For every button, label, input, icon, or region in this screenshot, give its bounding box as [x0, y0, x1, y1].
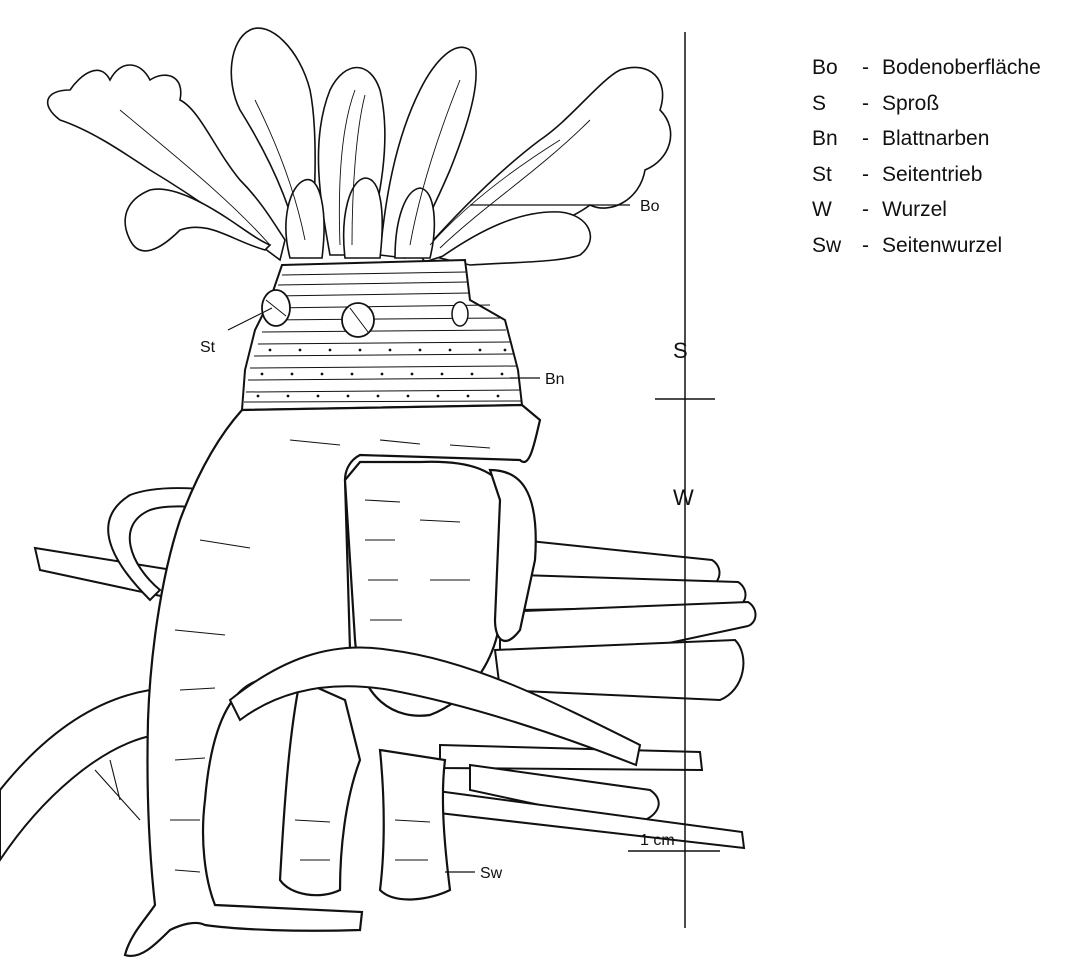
legend-item: S - Sproß — [812, 86, 1041, 122]
label-sw: Sw — [480, 865, 503, 882]
legend-abbr: Bn — [812, 121, 862, 157]
shoot — [242, 260, 522, 410]
label-bo: Bo — [640, 198, 660, 215]
label-scale-s: S — [673, 338, 688, 363]
legend-name: Seitenwurzel — [882, 228, 1002, 264]
legend-separator: - — [862, 86, 882, 122]
legend-abbr: Bo — [812, 50, 862, 86]
root-branch-lower-left — [280, 680, 360, 895]
shoot-body — [242, 260, 522, 410]
side-shoot-2 — [342, 303, 374, 337]
legend-item: Bn - Blattnarben — [812, 121, 1041, 157]
legend-abbr: St — [812, 157, 862, 193]
legend-item: W - Wurzel — [812, 192, 1041, 228]
lateral-root-left-lower — [0, 690, 155, 860]
root-branch-lower-right — [380, 750, 450, 899]
legend-separator: - — [862, 50, 882, 86]
leaf-rosette — [48, 28, 671, 265]
side-shoot-3 — [452, 302, 468, 326]
legend-abbr: Sw — [812, 228, 862, 264]
lateral-root-right-4 — [495, 640, 743, 700]
legend-separator: - — [862, 157, 882, 193]
legend-item: St - Seitentrieb — [812, 157, 1041, 193]
legend-name: Blattnarben — [882, 121, 989, 157]
legend-name: Seitentrieb — [882, 157, 982, 193]
label-st: St — [200, 339, 216, 356]
legend-abbr: W — [812, 192, 862, 228]
legend-name: Wurzel — [882, 192, 947, 228]
legend-separator: - — [862, 121, 882, 157]
legend: Bo - Bodenoberfläche S - Sproß Bn - Blat… — [812, 50, 1041, 263]
legend-separator: - — [862, 228, 882, 264]
legend-item: Sw - Seitenwurzel — [812, 228, 1041, 264]
legend-separator: - — [862, 192, 882, 228]
scale-bar-label: 1 cm — [640, 832, 675, 849]
legend-name: Bodenoberfläche — [882, 50, 1041, 86]
label-scale-w: W — [673, 485, 694, 510]
legend-abbr: S — [812, 86, 862, 122]
legend-item: Bo - Bodenoberfläche — [812, 50, 1041, 86]
label-bn: Bn — [545, 371, 565, 388]
legend-name: Sproß — [882, 86, 939, 122]
